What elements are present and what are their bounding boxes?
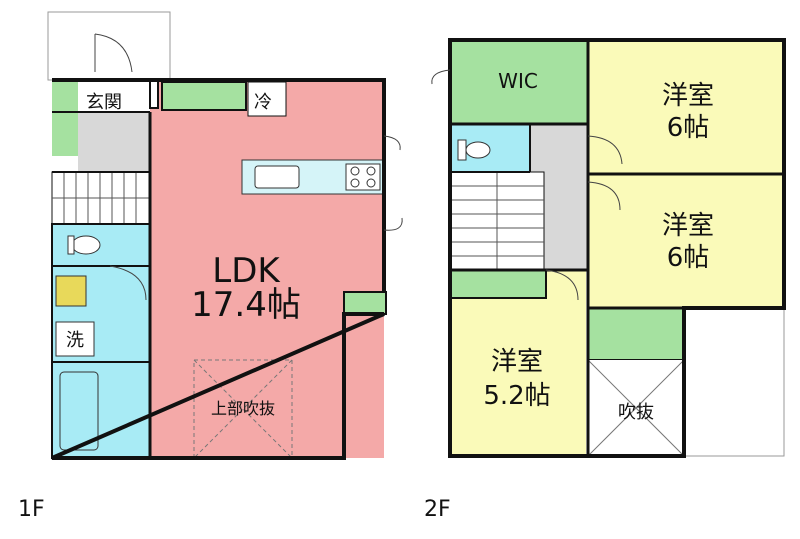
kitchen-sink-icon bbox=[254, 165, 300, 189]
room-c-size: 5.2帖 bbox=[483, 381, 550, 411]
floor2-label: 2F bbox=[424, 497, 451, 522]
bathtub-icon bbox=[59, 371, 99, 451]
room-c bbox=[450, 270, 586, 456]
toilet-tank-icon bbox=[67, 235, 75, 255]
ldk-label: LDK bbox=[212, 251, 281, 291]
stove-icon bbox=[345, 163, 381, 191]
room-a-door-icon bbox=[587, 135, 623, 165]
porch-outline bbox=[47, 11, 171, 81]
toilet-2f-icon bbox=[465, 141, 491, 159]
closet-2f bbox=[587, 307, 685, 361]
room-b bbox=[588, 174, 784, 308]
sink-icon bbox=[55, 275, 87, 307]
wic-room bbox=[450, 40, 588, 124]
room-a-label: 洋室 bbox=[662, 81, 714, 111]
ldk-size-label: 17.4帖 bbox=[191, 285, 301, 325]
room-a-size: 6帖 bbox=[667, 113, 710, 143]
washroom-label: 洗 bbox=[66, 330, 84, 351]
room-c-label: 洋室 bbox=[491, 347, 543, 377]
stairs-2f-steps bbox=[450, 172, 544, 270]
room-b-label: 洋室 bbox=[662, 211, 714, 241]
floor1-outer-wall bbox=[51, 78, 386, 460]
wic-label: WIC bbox=[498, 69, 538, 93]
genkan-floor bbox=[78, 112, 150, 172]
room-b-size: 6帖 bbox=[667, 243, 710, 273]
side-door-icon bbox=[383, 217, 403, 231]
fridge-label: 冷 bbox=[254, 92, 272, 113]
genkan-label: 玄関 bbox=[86, 92, 122, 113]
washer-space bbox=[55, 321, 95, 357]
genkan-pillar bbox=[149, 79, 159, 109]
washroom-door-icon bbox=[109, 265, 147, 301]
toilet-room bbox=[51, 223, 151, 267]
void-2f-label: 吹抜 bbox=[618, 402, 654, 423]
toilet-icon bbox=[71, 235, 101, 255]
room-c-closet bbox=[449, 269, 547, 299]
shoe-closet bbox=[52, 80, 78, 156]
storage-top bbox=[161, 81, 247, 111]
stairs-1f-steps bbox=[52, 172, 150, 224]
upper-void-label: 上部吹抜 bbox=[211, 399, 275, 418]
room-a bbox=[588, 40, 784, 174]
ldk-closet bbox=[343, 291, 387, 315]
room-c-door-icon bbox=[545, 269, 579, 301]
room-b-door-icon bbox=[587, 181, 621, 211]
floor1-label: 1F bbox=[18, 497, 45, 522]
balcony-outline bbox=[683, 307, 785, 457]
floor2-plan bbox=[431, 38, 786, 458]
floor1-plan bbox=[47, 11, 403, 460]
entrance-door-icon bbox=[94, 33, 133, 73]
